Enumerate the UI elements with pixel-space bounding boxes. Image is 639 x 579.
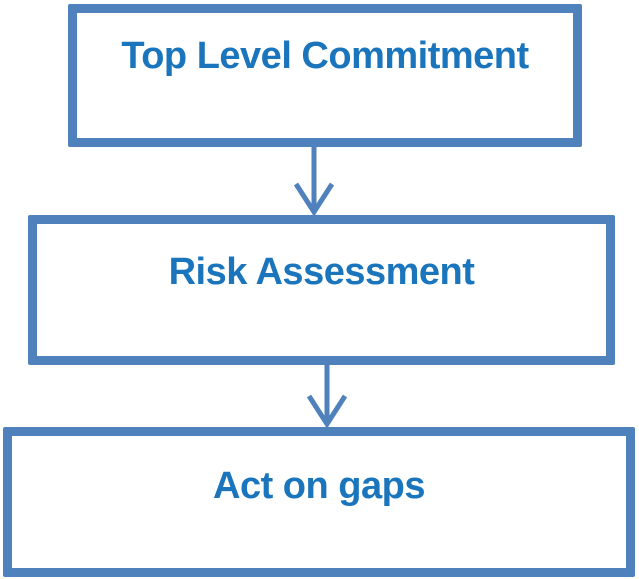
arrow-down-icon [293,146,335,216]
box-label-risk-assessment: Risk Assessment [168,251,475,293]
flow-box-act-on-gaps: Act on gaps [3,427,635,577]
arrow-down-icon [306,364,348,428]
flow-box-top-level-commitment: Top Level Commitment [68,4,582,147]
flow-box-risk-assessment: Risk Assessment [28,215,615,365]
box-label-act-on-gaps: Act on gaps [213,465,425,507]
box-label-top-level-commitment: Top Level Commitment [121,35,529,77]
